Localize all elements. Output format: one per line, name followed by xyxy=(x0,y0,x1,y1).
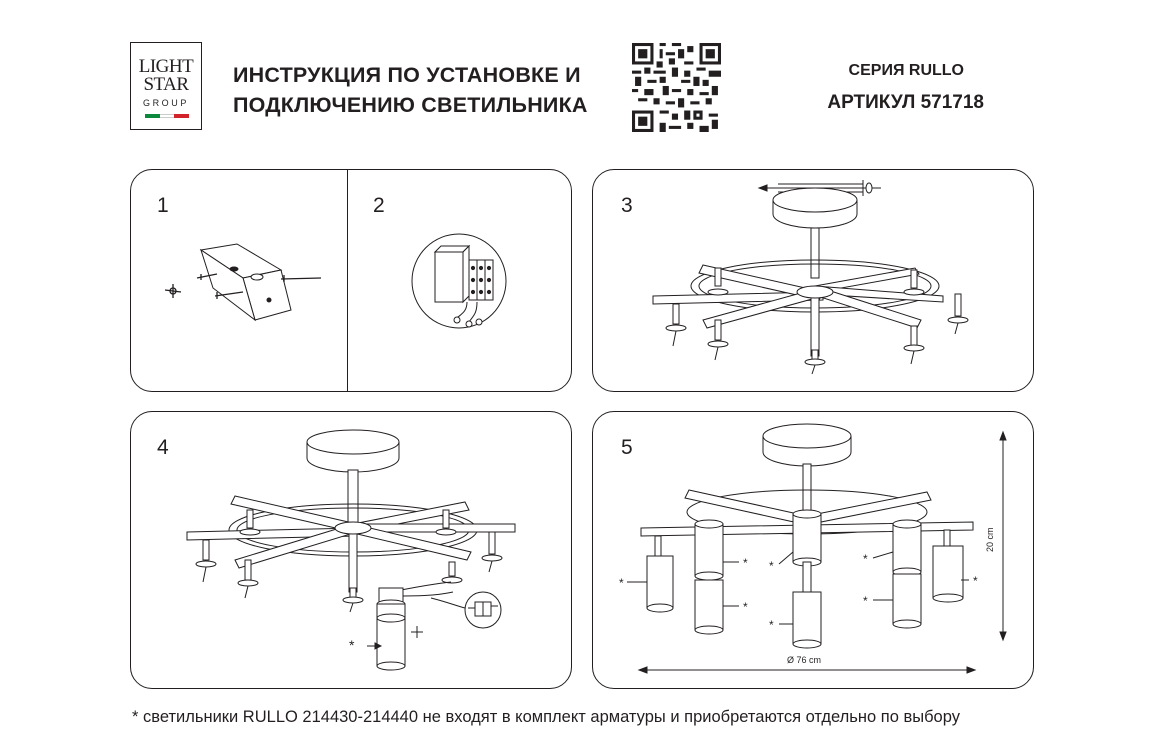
rotate-arrow-icon xyxy=(411,626,423,638)
step-5-number: 5 xyxy=(621,436,633,459)
series-label: СЕРИЯ RULLO xyxy=(848,62,964,79)
asterisk-note-6: * xyxy=(863,552,868,566)
pointer-arrows xyxy=(627,551,969,625)
title-line1: ИНСТРУКЦИЯ ПО УСТАНОВКЕ И xyxy=(233,63,581,87)
terminal-block-icon xyxy=(411,233,507,329)
diameter-dimension: Ø 76 cm xyxy=(787,655,821,665)
panel-5-drawing: * * * * * * * * 20 cm Ø 76 cm xyxy=(619,423,1007,674)
footnote: * светильники RULLO 214430-214440 не вхо… xyxy=(132,708,960,726)
panel-4-drawing: * xyxy=(186,429,516,671)
asterisk-note-2: * xyxy=(743,556,748,570)
italian-flag-icon xyxy=(145,114,189,118)
title-line2: ПОДКЛЮЧЕНИЮ СВЕТИЛЬНИКА xyxy=(233,93,588,117)
asterisk-note-step-4: * xyxy=(349,637,355,653)
article-label: АРТИКУЛ 571718 xyxy=(827,92,984,113)
logo-line2: STAR xyxy=(143,74,189,95)
step-1-number: 1 xyxy=(157,194,169,217)
panel-step-4: 4 xyxy=(130,411,572,689)
asterisk-note-7: * xyxy=(863,594,868,608)
dimension-lines xyxy=(637,430,1007,674)
panel-step-3: 3 xyxy=(592,169,1034,392)
panel-step-5: 5 xyxy=(592,411,1034,689)
arm-icon xyxy=(186,495,516,593)
arm-icon xyxy=(652,264,944,357)
socket-icon xyxy=(665,267,969,375)
brand-logo: LIGHT STAR GROUP xyxy=(130,42,202,130)
screw-icon xyxy=(164,273,322,299)
asterisk-note-5: * xyxy=(769,559,774,573)
page-title: ИНСТРУКЦИЯ ПО УСТАНОВКЕ И ПОДКЛЮЧЕНИЮ СВ… xyxy=(233,60,633,120)
asterisk-note-8: * xyxy=(973,574,978,588)
asterisk-note-4: * xyxy=(769,618,774,632)
panel-1-2-drawing xyxy=(164,233,507,329)
logo-line1: LIGHT xyxy=(138,56,194,77)
panel-steps-1-2: 1 2 xyxy=(130,169,572,392)
step-3-number: 3 xyxy=(621,194,633,217)
asterisk-note-3: * xyxy=(743,600,748,614)
panel-divider xyxy=(347,170,348,391)
mounting-bracket-icon xyxy=(199,243,292,322)
step-4-number: 4 xyxy=(157,436,169,459)
screwdriver-icon xyxy=(862,180,881,196)
asterisk-note-1: * xyxy=(619,576,624,590)
logo-line3: GROUP xyxy=(142,98,189,108)
step-2-number: 2 xyxy=(373,194,385,217)
lamp-shade-icon xyxy=(376,613,406,671)
socket-icon xyxy=(195,509,503,613)
height-dimension: 20 cm xyxy=(985,527,995,552)
panel-3-drawing xyxy=(652,180,969,375)
qr-code-icon[interactable] xyxy=(632,43,721,132)
